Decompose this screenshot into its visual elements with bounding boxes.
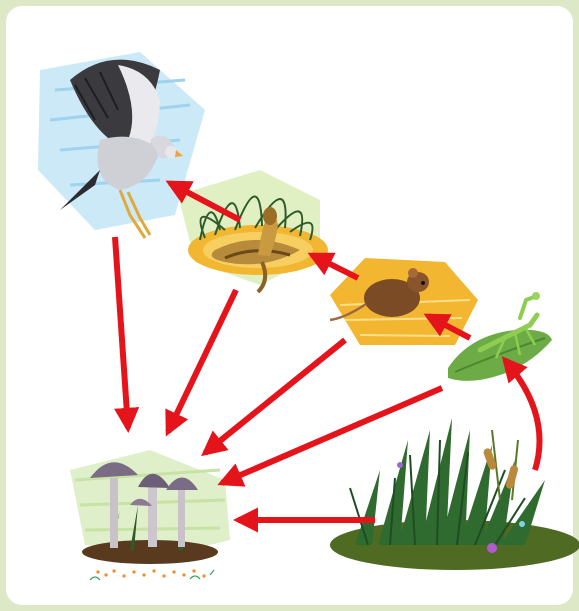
cobra-snake-icon [178, 170, 328, 292]
arrow-mouse-to-snake [312, 255, 358, 278]
arrow-grass-to-mantis [505, 360, 540, 470]
arrow-snake-to-mushrooms [168, 290, 236, 432]
secretary-bird-icon [38, 52, 205, 238]
arrow-mantis-to-mushrooms [222, 388, 442, 483]
mushrooms-decomposer-icon [70, 450, 230, 580]
arrow-bird-to-mushrooms [115, 237, 128, 428]
